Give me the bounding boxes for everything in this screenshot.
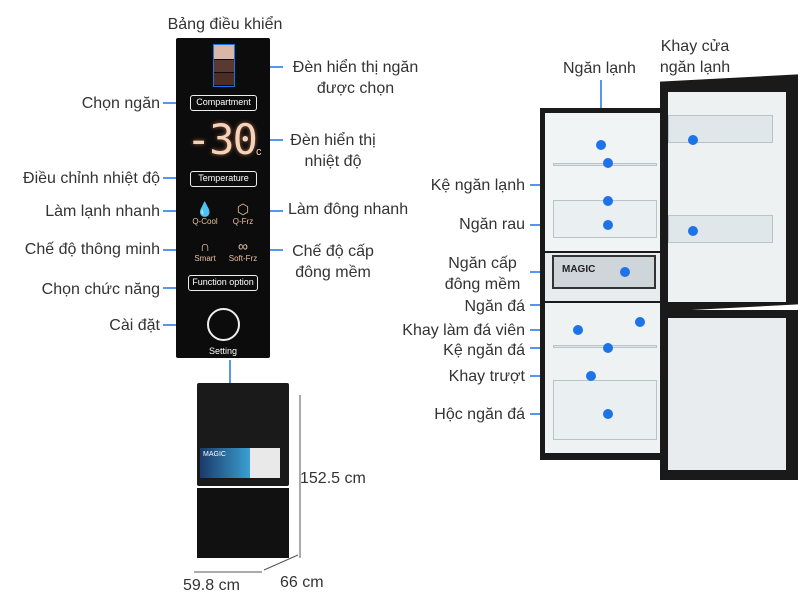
temperature-display: -30 [186, 115, 258, 164]
label-khay-truot: Khay trượt [448, 368, 525, 385]
label-khay-lam-da-vien: Khay làm đá viên [402, 322, 525, 339]
label-lam-dong-nhanh: Làm đông nhanh [288, 201, 409, 218]
qfrz-label: Q-Frz [232, 217, 254, 226]
qcool-label: Q-Cool [192, 217, 218, 226]
smart-label: Smart [194, 254, 216, 263]
label-cai-dat: Cài đặt [109, 317, 160, 334]
circles-icon: ∞ [238, 238, 248, 254]
temperature-button[interactable]: Temperature [190, 171, 257, 187]
label-ke-ngan-lanh: Kệ ngăn lạnh [430, 177, 525, 194]
label-che-do-thong-minh: Chế độ thông minh [24, 241, 160, 258]
hexagon-snowflake-icon: ⬡ [236, 201, 250, 217]
setting-label: Setting [208, 346, 238, 356]
magic-drawer: MAGIC [562, 264, 596, 275]
label-hoc-ngan-da: Hộc ngăn đá [434, 406, 525, 423]
label-ke-ngan-da: Kệ ngăn đá [443, 342, 525, 359]
compartment-button[interactable]: Compartment [190, 95, 257, 111]
dimension-width: 59.8 cm [183, 577, 240, 594]
qfrz-button[interactable]: ⬡Q-Frz [226, 201, 260, 226]
dimension-depth: 66 cm [280, 574, 324, 591]
magic-banner: MAGIC [200, 448, 250, 478]
softfrz-label: Soft-Frz [228, 254, 258, 263]
function-option-button[interactable]: Function option [188, 275, 258, 291]
softfrz-button[interactable]: ∞Soft-Frz [226, 238, 260, 263]
label-ngan-rau: Ngăn rau [459, 216, 525, 233]
compartment-indicator [213, 44, 235, 87]
control-panel: Compartment -30 c Temperature 💧Q-Cool ⬡Q… [176, 38, 270, 358]
temperature-unit: c [256, 146, 262, 158]
label-dieu-chinh-nhiet-do: Điều chỉnh nhiệt độ [23, 170, 160, 187]
qcool-button[interactable]: 💧Q-Cool [188, 201, 222, 226]
control-panel-title: Bảng điều khiển [167, 16, 283, 33]
setting-button[interactable] [207, 308, 240, 341]
drop-snowflake-icon: 💧 [196, 201, 214, 217]
dimension-height: 152.5 cm [300, 470, 366, 487]
label-chon-ngan: Chọn ngăn [81, 95, 160, 112]
label-ngan-da: Ngăn đá [464, 298, 526, 315]
label-ngan-lanh: Ngăn lạnh [563, 60, 636, 77]
smart-button[interactable]: ∩Smart [188, 238, 222, 263]
label-lam-lanh-nhanh: Làm lạnh nhanh [45, 203, 160, 220]
head-icon: ∩ [199, 238, 211, 254]
label-chon-chuc-nang: Chọn chức năng [41, 281, 160, 298]
